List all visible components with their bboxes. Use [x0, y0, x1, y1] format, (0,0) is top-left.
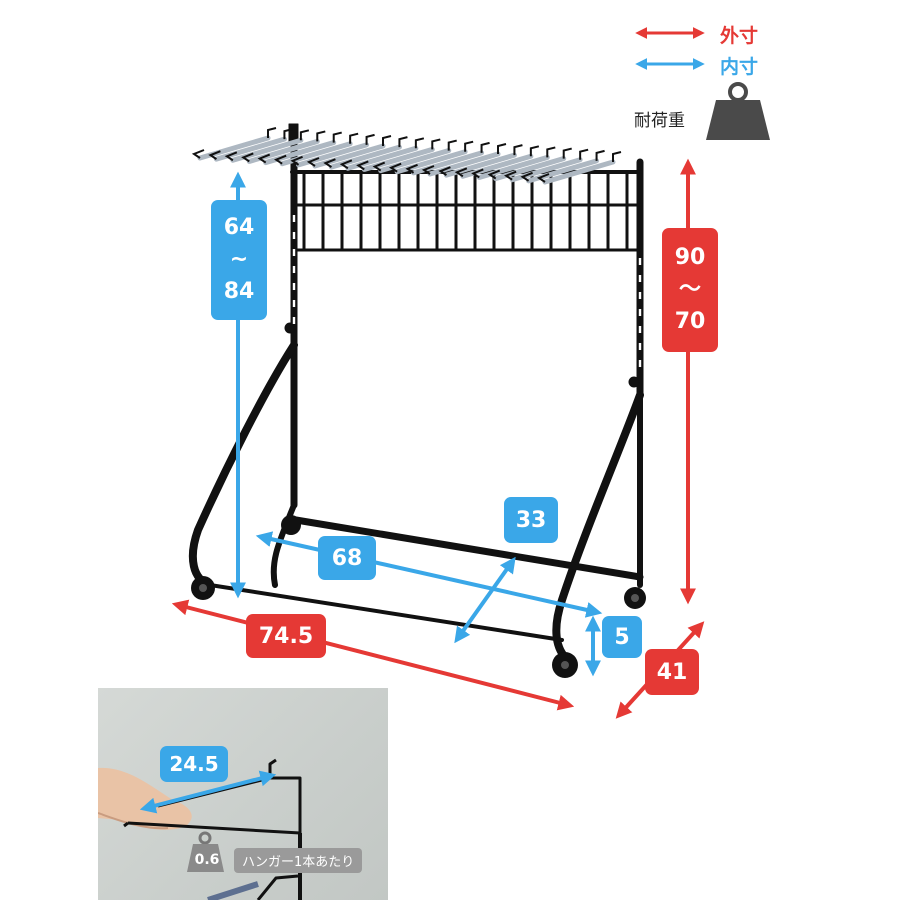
hanger-detail-inset: 24.5 0.6 ハンガー1本あたり	[98, 688, 388, 900]
weight-icon	[706, 82, 770, 140]
post-hole	[638, 309, 642, 316]
post-hole	[292, 232, 296, 239]
post-hole	[638, 343, 642, 350]
hanger-length-badge: 24.5	[160, 746, 228, 782]
hanger-load-value: 0.6	[194, 852, 220, 868]
outer-depth-badge: 41	[645, 649, 699, 695]
hanger-load-note: ハンガー1本あたり	[234, 848, 363, 873]
post-hole	[292, 283, 296, 290]
post-hole	[292, 266, 296, 273]
inner-height-max: 64	[223, 215, 255, 241]
weight-icon	[187, 831, 224, 872]
legend-outer-label: 外寸	[720, 25, 759, 47]
inner-width-arrow	[255, 531, 603, 618]
outer-height-min: 70	[674, 308, 706, 334]
inner-width-badge: 68	[318, 536, 376, 580]
hanger-detail-drawing	[98, 758, 302, 900]
outer-width-arrow	[171, 599, 575, 711]
legend-arrows	[635, 27, 705, 70]
inner-height-badge: 64 ~ 84	[211, 200, 267, 320]
inner-depth-badge: 33	[504, 497, 558, 543]
post-holes	[292, 215, 642, 367]
legend-inner-label: 内寸	[720, 56, 759, 78]
outer-height-sep: 〜	[678, 277, 701, 303]
outer-height-badge: 90 〜 70	[662, 228, 718, 352]
legend-weight-label: 耐荷重	[634, 111, 685, 131]
post-hole	[638, 360, 642, 367]
post-hole	[638, 258, 642, 265]
rack-basket	[302, 172, 629, 250]
inner-height-min: 84	[223, 278, 255, 304]
outer-width-badge: 74.5	[246, 614, 326, 658]
post-hole	[638, 326, 642, 333]
hanger-length-arrow	[139, 770, 277, 814]
post-hole	[292, 317, 296, 324]
caster-height-badge: 5	[602, 616, 642, 658]
post-hole	[292, 215, 296, 222]
outer-height-max: 90	[674, 245, 706, 271]
post-hole	[292, 249, 296, 256]
hanger-row	[191, 127, 622, 185]
post-hole	[638, 292, 642, 299]
post-hole	[292, 300, 296, 307]
hanger	[536, 151, 622, 185]
post-hole	[638, 275, 642, 282]
inner-height-sep: ~	[229, 247, 249, 273]
